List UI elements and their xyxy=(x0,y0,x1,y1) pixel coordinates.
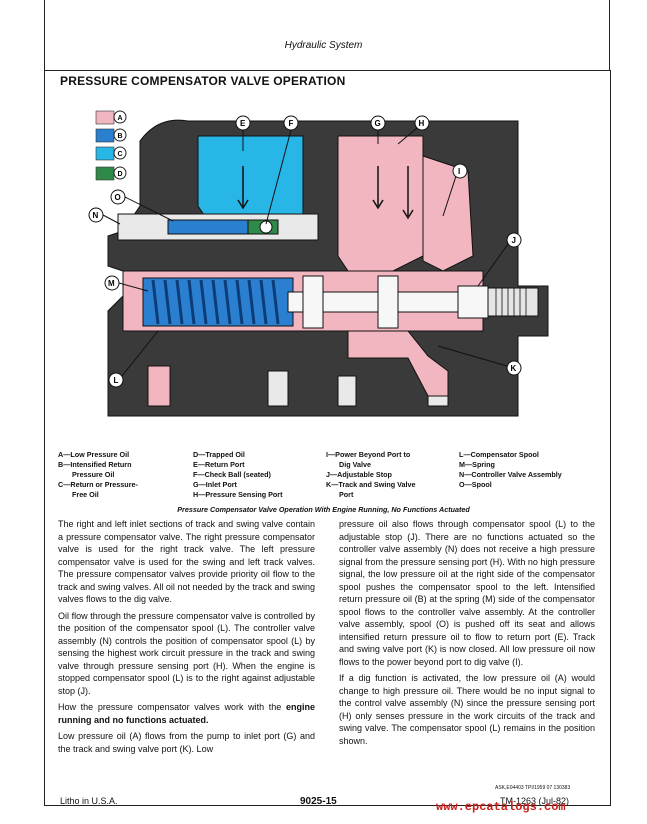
paragraph: The right and left inlet sections of tra… xyxy=(58,519,315,604)
paragraph-lead: How the pressure compensator valves work… xyxy=(58,702,286,712)
legend-column-3: I—Power Beyond Port to Dig Valve J—Adjus… xyxy=(326,450,415,500)
paragraph: Low pressure oil (A) flows from the pump… xyxy=(58,731,315,754)
svg-text:N: N xyxy=(93,211,99,220)
key-letter-b: B xyxy=(118,133,123,140)
callout-m: M xyxy=(104,275,149,292)
key-letter-c: C xyxy=(118,151,123,158)
page-number: 9025-15 xyxy=(300,796,337,807)
paragraph: How the pressure compensator valves work… xyxy=(58,701,315,726)
legend-item: G—Inlet Port xyxy=(193,480,237,489)
key-swatch-b xyxy=(95,128,115,143)
section-title: PRESSURE COMPENSATOR VALVE OPERATION xyxy=(60,74,346,88)
content-frame xyxy=(44,70,611,806)
legend-item: K—Track and Swing Valve xyxy=(326,480,416,489)
page-header: Hydraulic System xyxy=(284,40,363,51)
legend-item: O—Spool xyxy=(459,480,492,489)
callout-k: K xyxy=(437,345,522,376)
key-letter-d: D xyxy=(118,171,123,178)
footer-code: ASK,E04403 TPI/1959 07 130383 xyxy=(495,785,571,791)
callout-h: H xyxy=(397,115,430,145)
legend-item: C—Return or Pressure- xyxy=(58,480,138,489)
legend-item: A—Low Pressure Oil xyxy=(58,450,130,459)
legend-column-1: A—Low Pressure Oil B—Intensified Return … xyxy=(58,450,138,500)
legend-item: E—Return Port xyxy=(193,460,245,469)
legend-item: Pressure Oil xyxy=(72,470,115,479)
svg-text:G: G xyxy=(375,119,381,128)
valve-diagram: A B C D xyxy=(88,110,549,417)
callouts: E F G H I J K L M N O xyxy=(88,115,522,388)
callout-o: O xyxy=(110,189,174,222)
legend-item: J—Adjustable Stop xyxy=(326,470,392,479)
callout-e: E xyxy=(235,115,251,151)
callout-n: N xyxy=(88,207,121,225)
legend-column-4: L—Compensator Spool M—Spring N—Controlle… xyxy=(459,450,562,490)
svg-text:F: F xyxy=(289,119,294,128)
callout-g: G xyxy=(370,115,386,144)
legend-item: L—Compensator Spool xyxy=(459,450,539,459)
legend-item: F—Check Ball (seated) xyxy=(193,470,271,479)
paragraph: pressure oil also flows through compensa… xyxy=(339,519,595,667)
color-key: A B C D xyxy=(95,110,127,181)
key-swatch-d xyxy=(95,166,115,181)
paragraph: Oil flow through the pressure compensato… xyxy=(58,610,315,696)
svg-text:K: K xyxy=(511,364,517,373)
right-margin-line xyxy=(609,0,610,70)
paragraph: If a dig function is activated, the low … xyxy=(339,673,595,746)
key-swatch-a xyxy=(95,110,115,125)
paragraph-emphasis: engine running and no functions actuated… xyxy=(58,702,315,725)
watermark-link[interactable]: www.epcatalogs.com xyxy=(436,800,566,814)
svg-text:M: M xyxy=(108,279,115,288)
valve-body xyxy=(107,119,549,417)
key-letter-a: A xyxy=(118,115,123,122)
svg-text:H: H xyxy=(419,119,425,128)
legend-item: I—Power Beyond Port to xyxy=(326,450,411,459)
svg-text:L: L xyxy=(114,376,119,385)
text-column-right: pressure oil also flows through compensa… xyxy=(339,518,595,751)
manual-number: TM-1263 (Jul-82) xyxy=(500,796,570,806)
legend-item: M—Spring xyxy=(459,460,495,469)
svg-text:I: I xyxy=(458,167,460,176)
svg-text:O: O xyxy=(115,193,121,202)
legend-item: Port xyxy=(339,490,354,499)
svg-text:E: E xyxy=(240,119,246,128)
callout-i: I xyxy=(442,163,468,217)
key-swatch-c xyxy=(95,146,115,161)
callout-l: L xyxy=(108,330,159,388)
footer-litho: Litho in U.S.A. xyxy=(60,796,118,806)
callout-f: F xyxy=(265,115,299,225)
legend-item: B—Intensified Return xyxy=(58,460,132,469)
legend-item: Free Oil xyxy=(72,490,99,499)
figure-caption: Pressure Compensator Valve Operation Wit… xyxy=(177,505,470,514)
legend-item: Dig Valve xyxy=(339,460,371,469)
legend-item: N—Controller Valve Assembly xyxy=(459,470,562,479)
legend-item: D—Trapped Oil xyxy=(193,450,245,459)
legend-item: H—Pressure Sensing Port xyxy=(193,490,283,499)
legend-column-2: D—Trapped Oil E—Return Port F—Check Ball… xyxy=(193,450,282,500)
text-column-left: The right and left inlet sections of tra… xyxy=(58,518,315,759)
left-margin-line xyxy=(44,0,45,70)
callout-j: J xyxy=(477,232,522,287)
svg-text:J: J xyxy=(512,236,516,245)
